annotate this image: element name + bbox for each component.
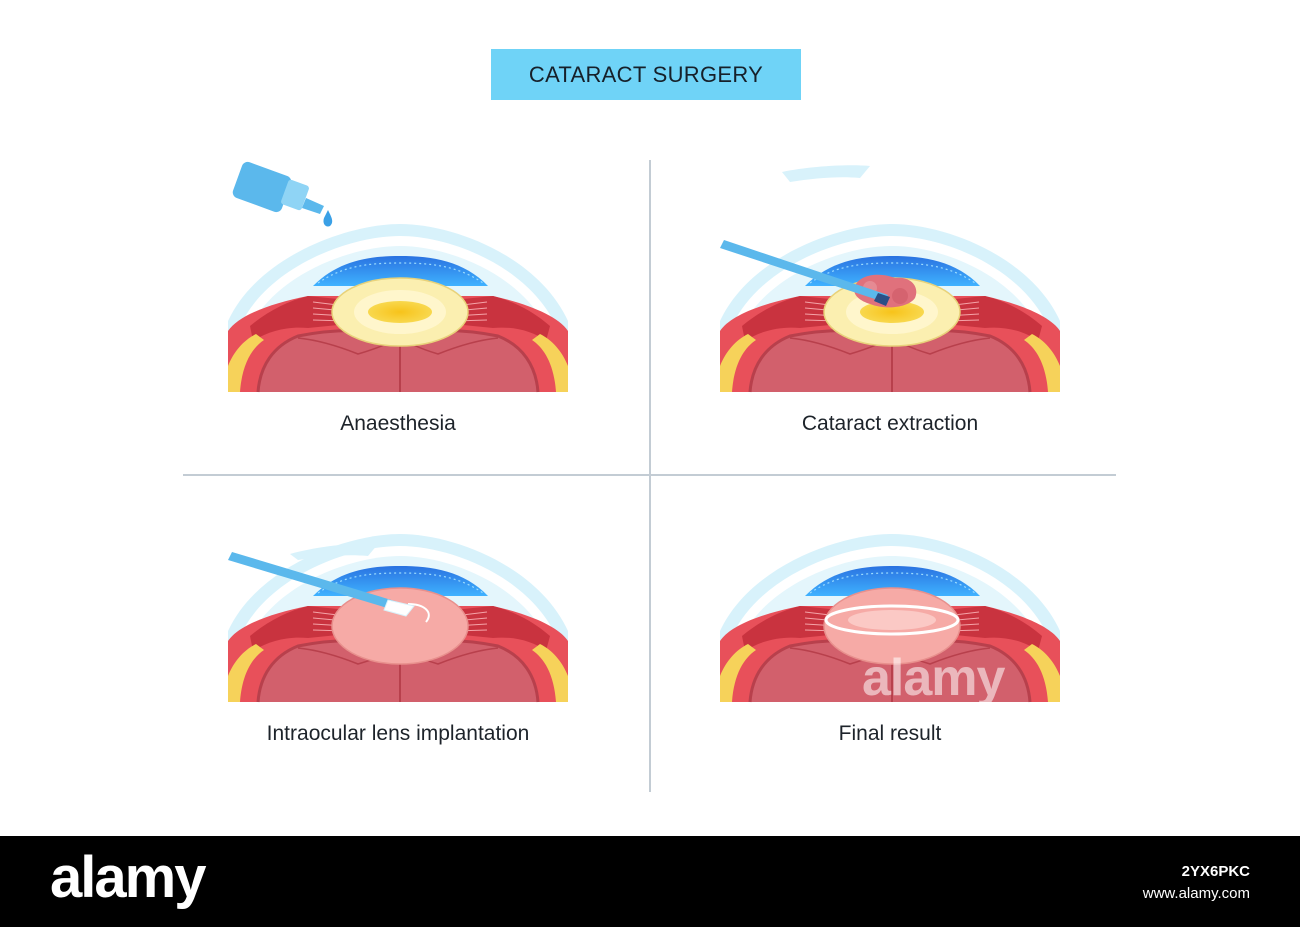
eye-extraction-illustration bbox=[720, 165, 1060, 394]
caption-implantation: Intraocular lens implantation bbox=[266, 722, 530, 745]
panel-anaesthesia: Anaesthesia bbox=[228, 160, 568, 435]
implant-lens bbox=[331, 587, 469, 665]
panel-extraction: Cataract extraction bbox=[720, 160, 1060, 435]
panel-result: Final result bbox=[720, 470, 1060, 745]
eye-implantation-illustration bbox=[228, 532, 568, 704]
stock-footer-bar: alamy 2YX6PKC www.alamy.com bbox=[0, 836, 1300, 927]
caption-extraction: Cataract extraction bbox=[801, 412, 979, 435]
footer-logo: alamy bbox=[50, 845, 206, 910]
panel-implantation: Intraocular lens implantation bbox=[228, 470, 568, 745]
watermark-text: alamy bbox=[862, 649, 1005, 707]
horizontal-divider bbox=[183, 474, 1116, 476]
caption-result: Final result bbox=[838, 722, 942, 745]
caption-anaesthesia: Anaesthesia bbox=[340, 412, 456, 435]
diagram-canvas: CATARACT SURGERY Anaesthesia bbox=[183, 49, 1116, 792]
dropper-bottle-icon bbox=[232, 161, 333, 227]
footer-image-id: 2YX6PKC bbox=[1181, 863, 1250, 880]
footer-image-info: 2YX6PKC www.alamy.com bbox=[1143, 861, 1250, 905]
vertical-divider bbox=[649, 160, 651, 792]
lens-haptics bbox=[824, 604, 960, 636]
lens-nucleus bbox=[368, 301, 432, 323]
lens-injector-icon bbox=[228, 543, 415, 617]
surgical-probe-icon bbox=[720, 165, 890, 306]
eye-anaesthesia-illustration bbox=[228, 161, 568, 394]
page-title: CATARACT SURGERY bbox=[528, 61, 764, 87]
title-banner: CATARACT SURGERY bbox=[491, 49, 801, 100]
footer-site: www.alamy.com bbox=[1142, 885, 1250, 902]
eye-result-illustration bbox=[720, 532, 1060, 704]
